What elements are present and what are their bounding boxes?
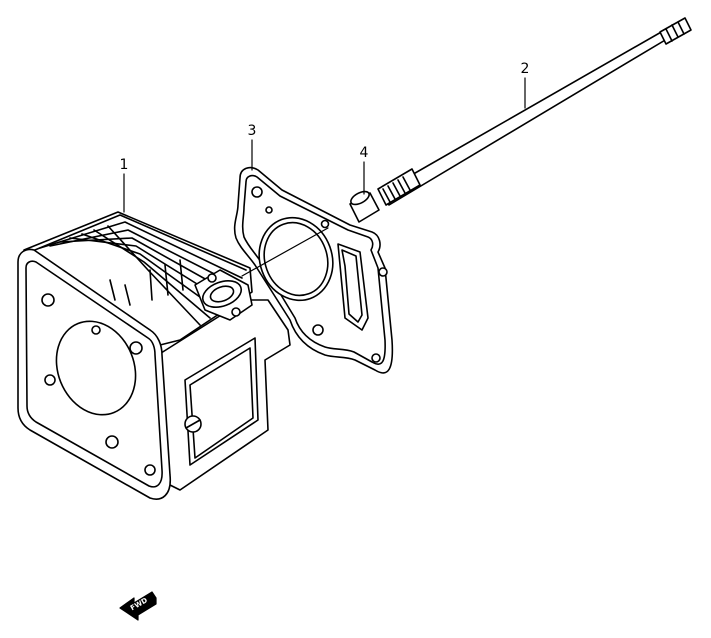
callout-1: 1 — [120, 157, 129, 173]
callout-2: 2 — [521, 61, 530, 77]
callout-3: 3 — [248, 123, 257, 139]
cylinder-gasket — [233, 166, 394, 374]
stud-bolt — [377, 17, 692, 206]
alignment-lines — [123, 77, 526, 277]
dowel-pin — [349, 190, 380, 223]
callout-4: 4 — [360, 145, 369, 161]
arrow-left-icon — [119, 591, 157, 621]
cylinder-block — [17, 211, 291, 500]
fwd-marker: FWD — [119, 591, 157, 621]
